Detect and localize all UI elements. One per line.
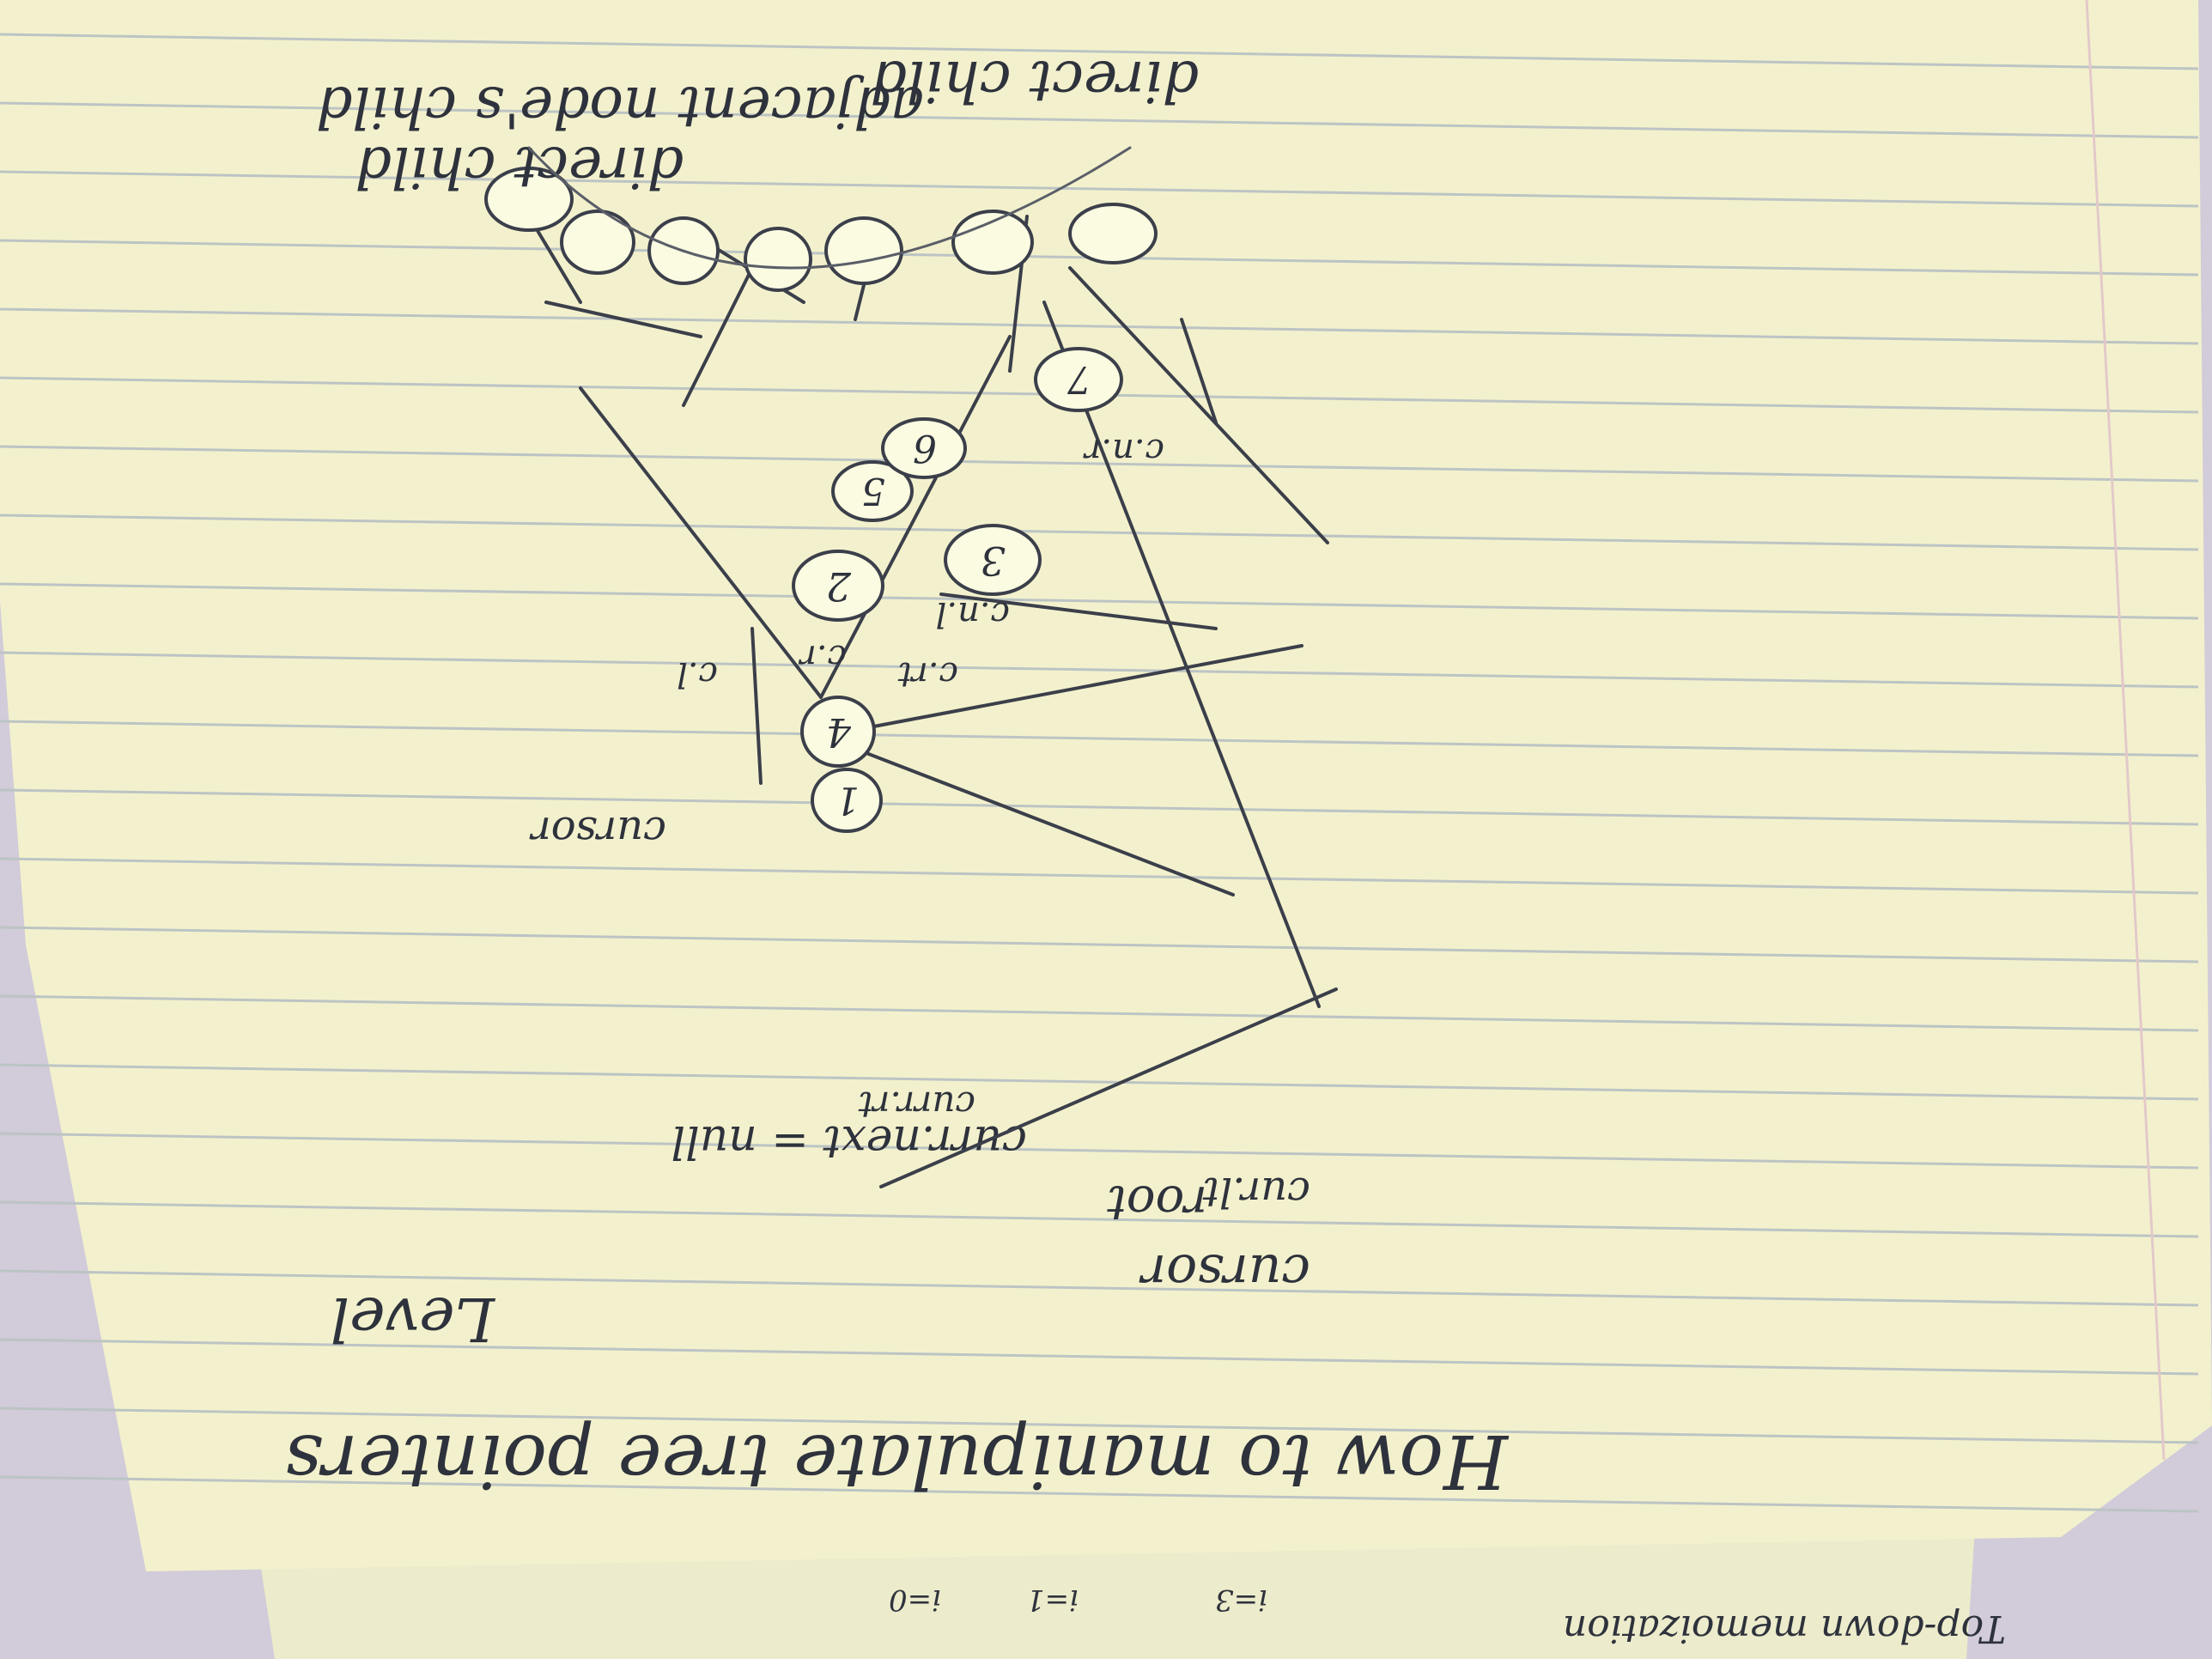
ruled-line bbox=[0, 1200, 2199, 1238]
margin-line bbox=[2085, 0, 2166, 1461]
corner-fragment-3: i=0 bbox=[889, 1583, 941, 1617]
ruled-line bbox=[0, 788, 2199, 826]
tree-node-4: 4 bbox=[800, 696, 876, 768]
ruled-line bbox=[0, 857, 2199, 895]
tree-node-6: 6 bbox=[881, 417, 967, 479]
ruled-line bbox=[0, 1338, 2199, 1376]
svg-text:2: 2 bbox=[826, 563, 852, 610]
curr-lt-label: cur.lt bbox=[1202, 1168, 1310, 1216]
page-title: How to manipulate tree pointers bbox=[285, 1418, 1510, 1504]
ruled-line bbox=[0, 582, 2199, 620]
tree-node-7: 7 bbox=[1034, 347, 1123, 412]
svg-text:4: 4 bbox=[826, 709, 852, 756]
corner-note: Top-down memoization bbox=[1563, 1607, 2006, 1650]
ruled-line bbox=[0, 1063, 2199, 1101]
tree-node-3: 3 bbox=[944, 524, 1042, 596]
ruled-line bbox=[0, 170, 2199, 208]
cursor-label: cursor bbox=[529, 807, 666, 855]
c-n-r-label: c.n.r bbox=[1082, 431, 1164, 471]
ruled-line bbox=[0, 307, 2199, 345]
root-label: root bbox=[1107, 1175, 1207, 1231]
ruled-line bbox=[0, 445, 2199, 483]
direct-child-label: direct child bbox=[356, 134, 684, 200]
svg-text:1: 1 bbox=[836, 778, 860, 822]
curr-rt-label: curr.rt bbox=[858, 1084, 975, 1126]
ruled-line bbox=[0, 1269, 2199, 1307]
tree-node-5: 5 bbox=[831, 460, 914, 522]
c-rt-label: c.rt bbox=[897, 654, 958, 694]
c-l-label: c.l bbox=[677, 654, 718, 694]
ruled-line bbox=[0, 994, 2199, 1032]
null-note: curr.next = null bbox=[671, 1115, 1027, 1167]
c-r-label: c.r bbox=[798, 637, 847, 677]
corner-fragment-1: i=3 bbox=[1215, 1583, 1267, 1617]
ruled-line bbox=[0, 926, 2199, 963]
ruled-line bbox=[0, 101, 2199, 139]
corner-fragment-2: i=1 bbox=[1026, 1583, 1079, 1617]
ruled-line bbox=[0, 720, 2199, 757]
ruled-lines bbox=[0, 33, 2199, 1513]
notebook-page bbox=[0, 0, 2212, 1571]
ruled-line bbox=[0, 1475, 2199, 1513]
tree-node-2: 2 bbox=[792, 550, 884, 622]
loop-stroke bbox=[527, 146, 1132, 270]
c-n-l-label: c.n.l bbox=[936, 594, 1010, 634]
ruled-line bbox=[0, 651, 2199, 689]
svg-text:5: 5 bbox=[861, 469, 885, 513]
level-label: Level bbox=[331, 1284, 496, 1354]
leaf-nodes bbox=[484, 167, 1158, 292]
svg-text:7: 7 bbox=[1067, 357, 1091, 401]
svg-text:3: 3 bbox=[981, 538, 1006, 584]
direct-child-label-2: direct child bbox=[871, 48, 1199, 114]
ruled-line bbox=[0, 1407, 2199, 1444]
cursor-top-label: cursor bbox=[1139, 1243, 1310, 1303]
ruled-line bbox=[0, 33, 2199, 70]
tree-edges bbox=[527, 215, 1338, 1188]
ruled-line bbox=[0, 514, 2199, 551]
svg-text:6: 6 bbox=[913, 426, 937, 470]
ruled-line bbox=[0, 1132, 2199, 1170]
tree-node-1: 1 bbox=[811, 768, 883, 833]
adjacent-child-label: adjacent node's child bbox=[316, 74, 924, 140]
